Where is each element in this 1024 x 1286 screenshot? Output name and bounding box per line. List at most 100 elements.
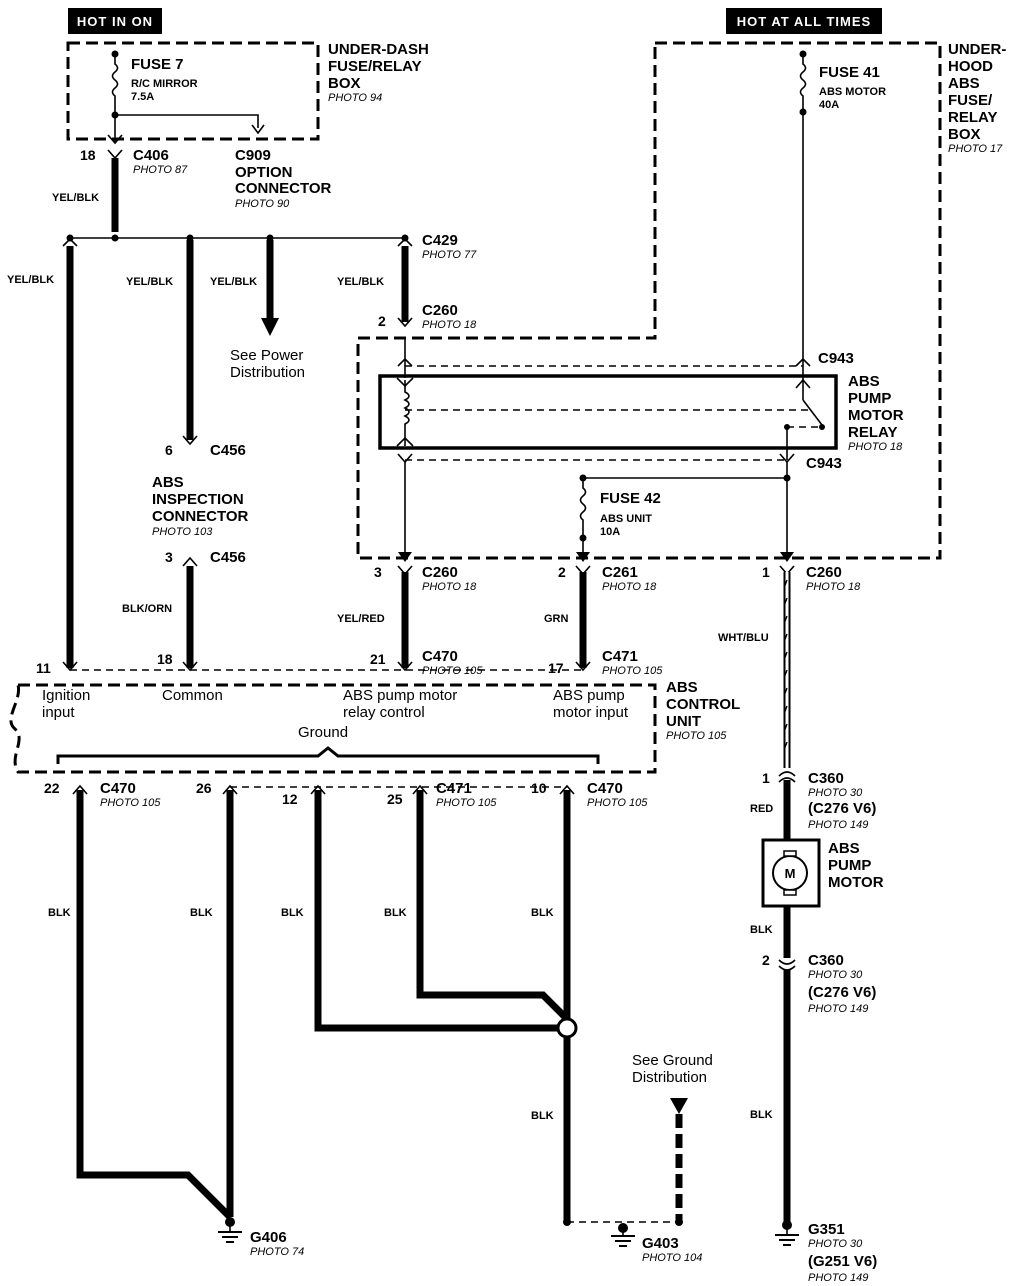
wire-label-blk-g351: BLK: [750, 1109, 773, 1121]
svg-text:BOX: BOX: [948, 126, 981, 143]
svg-text:UNIT: UNIT: [666, 713, 701, 730]
abs-pump-motor-relay: [378, 374, 838, 450]
underhood-box-label: UNDER- HOOD ABS FUSE/ RELAY BOX PHOTO 17: [948, 41, 1006, 155]
svg-text:22: 22: [44, 780, 60, 796]
svg-text:1: 1: [762, 770, 770, 786]
svg-text:40A: 40A: [819, 99, 839, 111]
fuse-41: FUSE 41 ABS MOTOR 40A: [799, 50, 886, 378]
svg-text:ABS pump: ABS pump: [553, 687, 625, 704]
svg-text:FUSE/: FUSE/: [948, 92, 993, 109]
svg-text:C429: C429: [422, 232, 458, 249]
svg-text:7.5A: 7.5A: [131, 91, 154, 103]
svg-text:HOOD: HOOD: [948, 58, 993, 75]
connector-c360-pin2: 2 C360 PHOTO 30 (C276 V6) PHOTO 149: [762, 952, 876, 1015]
svg-text:CONNECTOR: CONNECTOR: [235, 180, 332, 197]
wire-label-blk-orn: BLK/ORN: [122, 603, 172, 615]
svg-text:BOX: BOX: [328, 75, 361, 92]
wire-label-wht-blu: WHT/BLU: [718, 632, 769, 644]
svg-text:C470: C470: [587, 780, 623, 797]
svg-text:BLK: BLK: [384, 907, 407, 919]
svg-text:FUSE 41: FUSE 41: [819, 64, 880, 81]
svg-text:PHOTO 18: PHOTO 18: [422, 319, 477, 331]
connector-c943-bottom: C943: [806, 455, 842, 472]
svg-text:PHOTO 30: PHOTO 30: [808, 969, 863, 981]
connector-c261-pin2: 2 C261 PHOTO 18: [558, 564, 657, 593]
svg-text:26: 26: [196, 780, 212, 796]
wire-label-yel-blk-c456: YEL/BLK: [126, 276, 173, 288]
svg-text:11: 11: [36, 660, 51, 676]
fuse-7: FUSE 7 R/C MIRROR 7.5A: [107, 50, 265, 145]
svg-text:Distribution: Distribution: [632, 1069, 707, 1086]
svg-text:10A: 10A: [600, 526, 620, 538]
svg-text:C456: C456: [210, 549, 246, 566]
connector-c909-option: C909 OPTION CONNECTOR PHOTO 90: [235, 147, 332, 210]
svg-text:18: 18: [157, 651, 173, 667]
svg-text:C261: C261: [602, 564, 638, 581]
svg-text:RELAY: RELAY: [948, 109, 997, 126]
svg-text:BLK: BLK: [281, 907, 304, 919]
ecu-input-labels: Ignition input Common ABS pump motor rel…: [42, 687, 629, 741]
relay-coil: [396, 377, 414, 447]
connector-c260-pin2: 2 C260 PHOTO 18: [378, 302, 477, 331]
svg-text:ABS: ABS: [666, 679, 698, 696]
underdash-box-label: UNDER-DASH FUSE/RELAY BOX PHOTO 94: [328, 41, 429, 104]
svg-text:10: 10: [531, 780, 547, 796]
ground-distribution-arrow-icon: [670, 1098, 688, 1114]
svg-text:FUSE/RELAY: FUSE/RELAY: [328, 58, 422, 75]
svg-text:PHOTO 90: PHOTO 90: [235, 198, 290, 210]
svg-text:OPTION: OPTION: [235, 164, 293, 181]
connector-c471-top: C471 PHOTO 105: [602, 648, 663, 677]
connector-c260-pin1: 1 C260 PHOTO 18: [762, 564, 861, 593]
connector-c456-pin3: 3 C456: [165, 549, 246, 567]
abs-pump-motor: M ABS PUMP MOTOR: [761, 838, 884, 908]
svg-text:ABS: ABS: [152, 474, 184, 491]
ground-g351: G351 PHOTO 30 (G251 V6) PHOTO 149: [775, 1220, 877, 1284]
svg-text:Ignition: Ignition: [42, 687, 90, 704]
connector-c471-pin25: C471 PHOTO 105: [436, 780, 497, 809]
svg-text:ABS: ABS: [948, 75, 980, 92]
svg-text:C456: C456: [210, 442, 246, 459]
svg-text:BLK: BLK: [190, 907, 213, 919]
connector-c470-top: C470 PHOTO 105: [422, 648, 483, 677]
blk-wire-labels: BLK BLK BLK BLK BLK BLK: [48, 907, 554, 1122]
svg-text:PHOTO 87: PHOTO 87: [133, 164, 188, 176]
abs-control-unit-label: ABS CONTROL UNIT PHOTO 105: [666, 679, 740, 742]
ground-splice: [556, 1017, 578, 1039]
svg-text:C360: C360: [808, 952, 844, 969]
abs-control-unit: [9, 683, 657, 774]
see-ground-distribution[interactable]: See Ground Distribution: [632, 1052, 713, 1086]
svg-text:C471: C471: [436, 780, 472, 797]
svg-text:See Ground: See Ground: [632, 1052, 713, 1069]
svg-text:17: 17: [548, 660, 564, 676]
connector-c260-pin3: 3 C260 PHOTO 18: [374, 564, 477, 593]
ecu-bottom-pins: 22 26 12 25 10: [44, 780, 547, 807]
svg-text:PHOTO 105: PHOTO 105: [100, 797, 161, 809]
svg-text:G351: G351: [808, 1221, 845, 1238]
svg-text:PHOTO 77: PHOTO 77: [422, 249, 477, 261]
underhood-abs-fuse-box: [356, 41, 942, 560]
svg-text:PHOTO 105: PHOTO 105: [666, 730, 727, 742]
svg-text:input: input: [42, 704, 75, 721]
svg-text:2: 2: [762, 952, 770, 968]
svg-text:C943: C943: [818, 350, 854, 367]
svg-text:PHOTO 18: PHOTO 18: [848, 441, 903, 453]
svg-text:Common: Common: [162, 687, 223, 704]
wire-label-yel-blk-feed: YEL/BLK: [52, 192, 99, 204]
wire-blk-pin25: [416, 790, 570, 1022]
svg-text:C260: C260: [422, 302, 458, 319]
svg-text:Distribution: Distribution: [230, 364, 305, 381]
svg-text:UNDER-DASH: UNDER-DASH: [328, 41, 429, 58]
svg-text:CONNECTOR: CONNECTOR: [152, 508, 249, 525]
svg-text:ABS pump motor: ABS pump motor: [343, 687, 457, 704]
hot-at-all-times-tag: HOT AT ALL TIMES: [726, 8, 882, 34]
svg-text:UNDER-: UNDER-: [948, 41, 1006, 58]
see-power-distribution[interactable]: See Power Distribution: [230, 347, 305, 381]
svg-text:2: 2: [558, 564, 566, 580]
svg-text:MOTOR: MOTOR: [828, 874, 884, 891]
svg-text:PHOTO 103: PHOTO 103: [152, 526, 213, 538]
svg-text:PHOTO 18: PHOTO 18: [806, 581, 861, 593]
svg-text:G406: G406: [250, 1229, 287, 1246]
svg-text:G403: G403: [642, 1235, 679, 1252]
svg-text:ABS UNIT: ABS UNIT: [600, 513, 652, 525]
